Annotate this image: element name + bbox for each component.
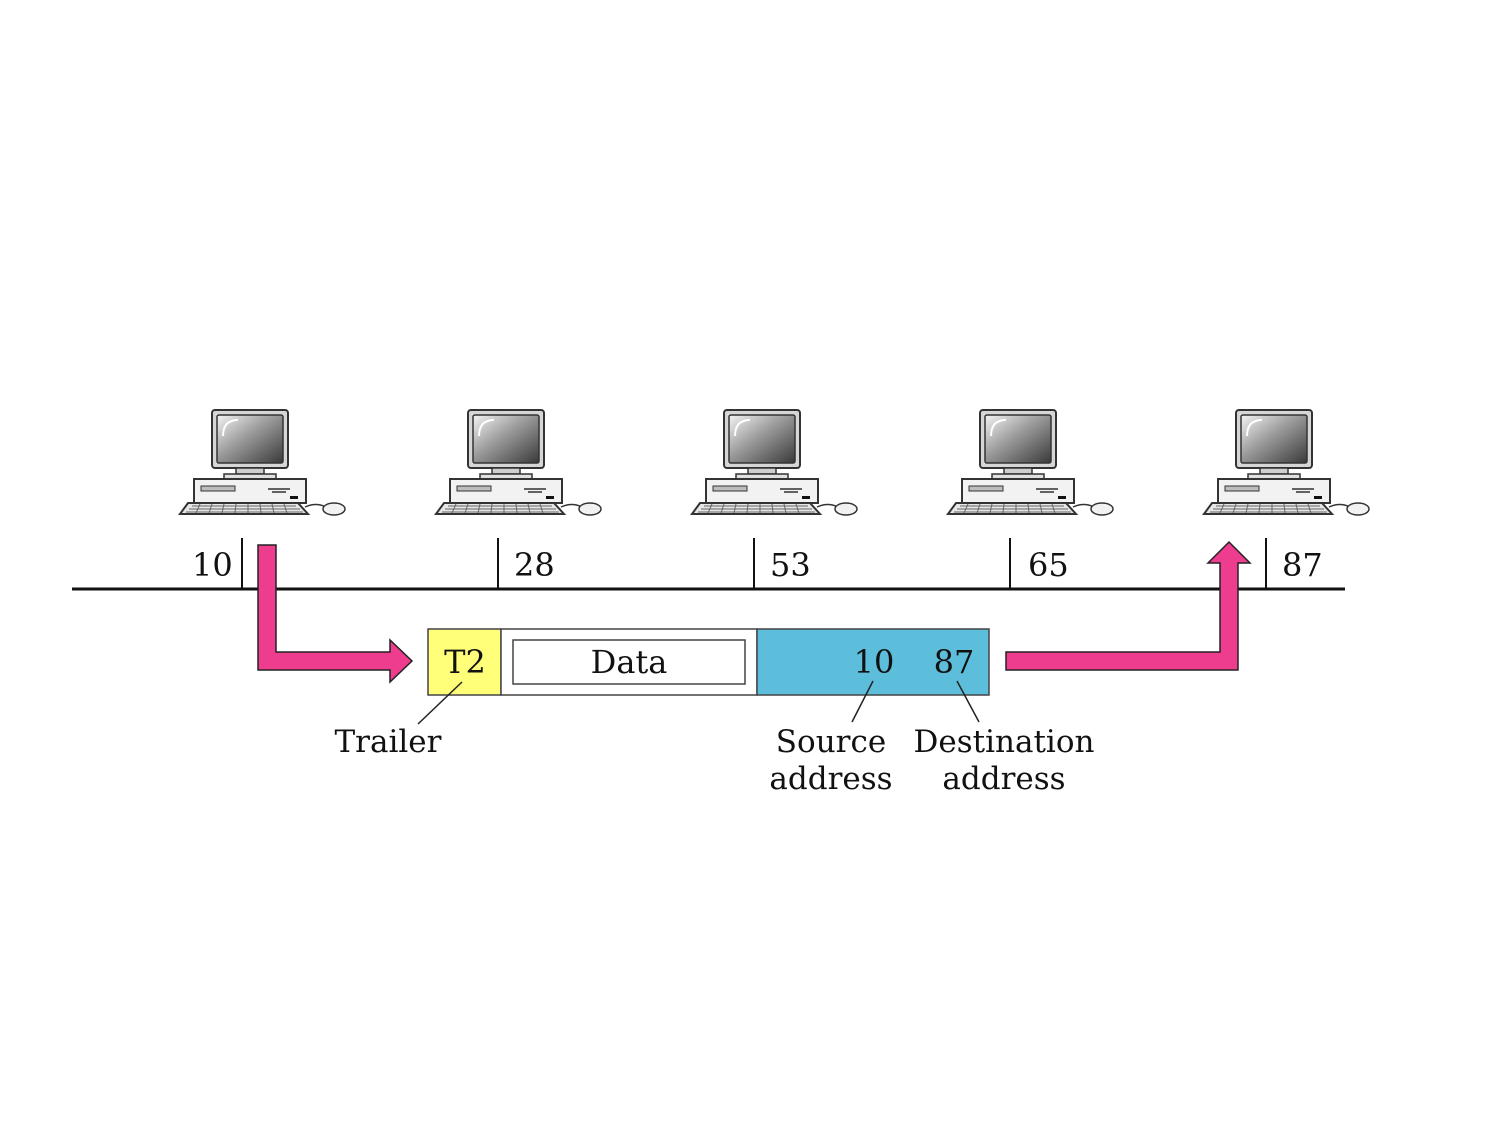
- computer-53: [691, 409, 858, 516]
- address-label-10: 10: [192, 546, 233, 584]
- address-label-65: 65: [1028, 546, 1069, 584]
- destination-leader: [956, 680, 980, 723]
- data-field-inner: [512, 639, 746, 685]
- frame: T2 Data 10 87: [427, 628, 990, 696]
- trailer-leader: [417, 681, 463, 725]
- address-label-53: 53: [770, 546, 811, 584]
- source-leader: [851, 680, 874, 723]
- destination-label-line1: Destination: [914, 724, 1095, 760]
- trailer-field: [427, 628, 502, 696]
- trailer-text: T2: [444, 643, 486, 681]
- send-arrow: [257, 544, 414, 684]
- destination-address-value: 87: [934, 643, 975, 681]
- address-label-87: 87: [1282, 546, 1323, 584]
- address-label-28: 28: [514, 546, 555, 584]
- address-field: [756, 628, 990, 696]
- source-label-line1: Source: [776, 724, 886, 760]
- data-text: Data: [591, 643, 668, 681]
- destination-label-line2: address: [942, 761, 1065, 797]
- source-label-line2: address: [769, 761, 892, 797]
- trailer-label: Trailer: [335, 724, 442, 760]
- computer-65: [947, 409, 1114, 516]
- computer-28: [435, 409, 602, 516]
- receive-arrow: [1005, 540, 1252, 671]
- computer-87: [1203, 409, 1370, 516]
- computer-10: [179, 409, 346, 516]
- source-address-value: 10: [854, 643, 895, 681]
